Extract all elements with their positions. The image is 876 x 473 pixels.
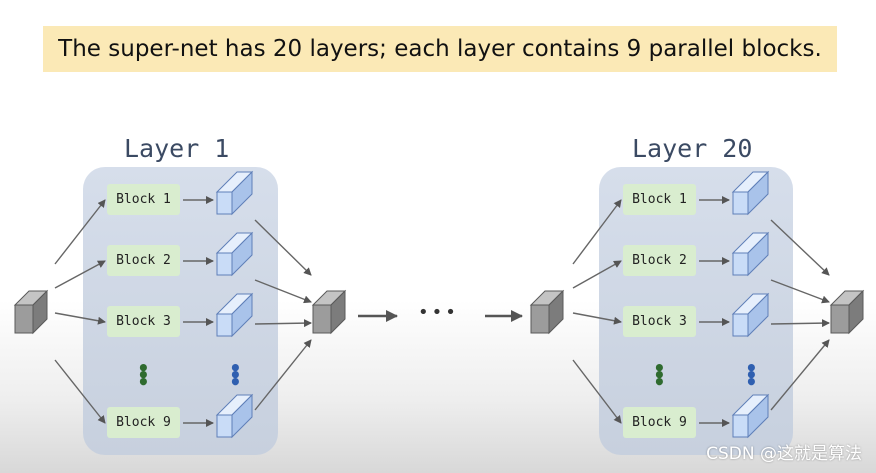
layer-20-tensor-0 [731, 170, 770, 216]
layer-1-block-2: Block 2 [107, 245, 180, 276]
output-tensor-layer-20 [829, 289, 865, 335]
arrow-out-layer-1-row-3 [770, 339, 830, 411]
banner: The super-net has 20 layers; each layer … [43, 26, 837, 72]
arrow-out-layer-0-row-2 [254, 319, 312, 328]
arrow-out-layer-1-row-1 [770, 279, 830, 304]
layer-20-block-1: Block 1 [623, 184, 696, 215]
arrow-in-layer-1-row-2 [572, 312, 622, 325]
arrow-in-layer-0-row-2 [54, 312, 106, 325]
layer-ellipsis: ••• [418, 302, 459, 323]
arrow-out-layer-0-row-3 [254, 339, 312, 411]
arrow-out-layer-1-row-2 [770, 319, 830, 328]
layer-1-tensor-0 [215, 170, 254, 216]
arrow-in-layer-1-row-3 [572, 359, 622, 424]
layer-1-tensor-2 [215, 292, 254, 338]
layer-20-tensor-1 [731, 231, 770, 277]
layer-1-tensor-3 [215, 393, 254, 439]
arrow-out-layer-0-row-1 [254, 279, 312, 304]
watermark: CSDN @这就是算法 [706, 444, 862, 464]
arrow-in-layer-0-row-3 [54, 359, 106, 424]
output-tensor-layer-1 [311, 289, 347, 335]
layer-1-block-9: Block 9 [107, 407, 180, 438]
layer-20-block-3: Block 3 [623, 306, 696, 337]
arrow-out-layer-1-row-0 [770, 219, 830, 276]
arrow-out-layer-0-row-0 [254, 219, 312, 276]
arrow-in-layer-0-row-0 [54, 199, 106, 265]
layer-20-tensor-2 [731, 292, 770, 338]
layer-1-block-3: Block 3 [107, 306, 180, 337]
layer-20-block-2: Block 2 [623, 245, 696, 276]
layer-20-block-9: Block 9 [623, 407, 696, 438]
layer-1-block-1: Block 1 [107, 184, 180, 215]
layer-1-tensor-1 [215, 231, 254, 277]
arrow-in-layer-0-row-1 [54, 260, 106, 289]
input-tensor-layer-20 [529, 289, 565, 335]
layer-20-tensor-3 [731, 393, 770, 439]
layer-1-title: Layer 1 [124, 134, 230, 163]
arrow-in-layer-1-row-0 [572, 199, 622, 265]
arrow-in-layer-1-row-1 [572, 260, 622, 289]
layer-20-title: Layer 20 [632, 134, 753, 163]
input-tensor-layer-1 [13, 289, 49, 335]
